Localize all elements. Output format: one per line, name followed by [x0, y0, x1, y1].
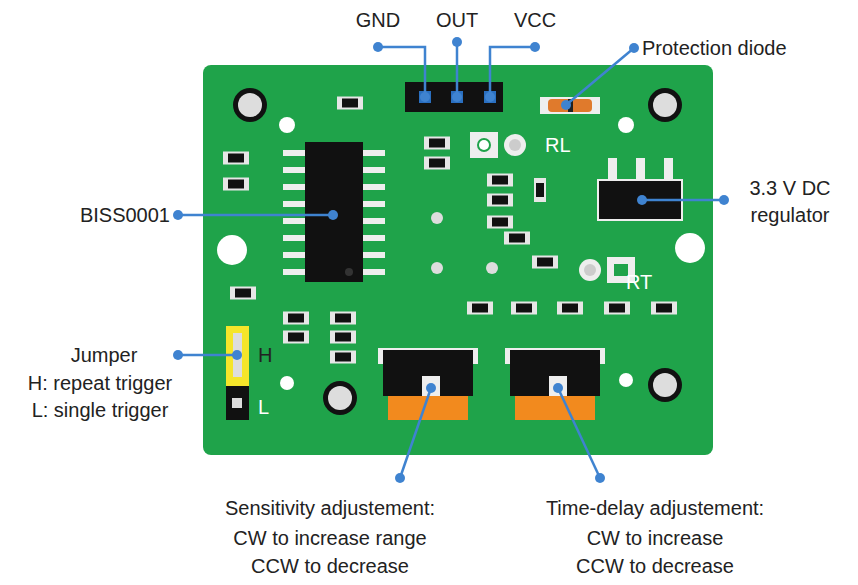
smd-part [532, 256, 558, 269]
part-name: BISS0001 [80, 203, 170, 227]
smd-part [330, 312, 356, 325]
callout-text: CCW to decrease [576, 554, 734, 578]
chip-pin [283, 201, 305, 207]
jumper-mark: H [258, 343, 272, 367]
chip-pin [363, 201, 385, 207]
jumper-pin [232, 398, 242, 408]
smd-body [472, 304, 488, 313]
smd-part [230, 287, 256, 300]
chip-pin [283, 235, 305, 241]
chip-pin [283, 184, 305, 190]
callout-text: Sensitivity adjustement: [225, 496, 435, 520]
chip-pin [363, 167, 385, 173]
smd-body [228, 180, 244, 189]
smd-body [509, 234, 525, 243]
callout-text: CW to increase [587, 526, 724, 550]
part-name: Protection diode [642, 36, 787, 60]
smd-part [283, 312, 309, 325]
smd-part [511, 302, 537, 315]
smd-body [342, 99, 358, 108]
smd-part [424, 137, 450, 150]
smd-part [223, 178, 249, 191]
smd-parts [223, 97, 677, 364]
pin-header [405, 82, 503, 112]
smd-body [288, 333, 304, 342]
smd-body [492, 218, 508, 227]
smd-part [467, 302, 493, 315]
callout-text: Jumper [71, 343, 138, 367]
part-name: RL [545, 133, 571, 157]
chip-pin [363, 269, 385, 275]
smd-body [537, 258, 553, 267]
smd-part [604, 302, 630, 315]
mounting-holes [217, 88, 705, 415]
smd-body [228, 154, 244, 163]
chip-pin [363, 150, 385, 156]
smd-part [283, 331, 309, 344]
callout-text: Time-delay adjustement: [546, 496, 764, 520]
pin-name: GND [356, 8, 400, 32]
callout-text: CW to increase range [233, 526, 426, 550]
chip-pin [283, 269, 305, 275]
callout-text: CCW to decrease [251, 554, 409, 578]
part-name: regulator [751, 203, 830, 227]
smd-part [534, 178, 546, 202]
chip-pin [283, 150, 305, 156]
smd-part [487, 216, 513, 229]
smd-part [487, 174, 513, 187]
pin-name: OUT [436, 8, 478, 32]
pin-name: VCC [514, 8, 556, 32]
leader-dots [173, 37, 729, 483]
smd-body [235, 289, 251, 298]
potentiometers [378, 348, 605, 420]
chip-pin [283, 252, 305, 258]
smd-part [504, 232, 530, 245]
pin [484, 91, 496, 103]
part-name: 3.3 V DC [749, 176, 830, 200]
smd-part [330, 351, 356, 364]
jumper-cap [233, 333, 242, 377]
smd-body [288, 314, 304, 323]
smd-body [335, 353, 351, 362]
callout-text: L: single trigger [32, 398, 169, 422]
diode-pad [540, 97, 600, 114]
chip-pin [283, 167, 305, 173]
smd-body [536, 183, 544, 197]
smd-body [429, 159, 445, 168]
jumper-pin [226, 386, 249, 420]
chip-pin [363, 252, 385, 258]
smd-body [335, 314, 351, 323]
smd-body [492, 196, 508, 205]
smd-part [557, 302, 583, 315]
smd-part [330, 331, 356, 344]
smd-body [609, 304, 625, 313]
chip-pin [363, 235, 385, 241]
pin [419, 91, 431, 103]
smd-body [656, 304, 672, 313]
part-name: RT [626, 270, 652, 294]
leader-lines [178, 42, 724, 478]
smd-body [492, 176, 508, 185]
jumper-mark: L [258, 395, 269, 419]
smd-part [651, 302, 677, 315]
smd-body [562, 304, 578, 313]
voltage-regulator [598, 158, 682, 220]
smd-body [335, 333, 351, 342]
smd-body [516, 304, 532, 313]
pin [451, 91, 463, 103]
chip-pin [283, 218, 305, 224]
chip-pin [363, 218, 385, 224]
chip-pin [363, 184, 385, 190]
smd-body [429, 139, 445, 148]
smd-part [223, 152, 249, 165]
biss0001-chip [283, 142, 385, 282]
smd-part [424, 157, 450, 170]
smd-part [337, 97, 363, 110]
smd-part [487, 194, 513, 207]
callout-text: H: repeat trigger [28, 371, 173, 395]
pcb [203, 65, 713, 455]
